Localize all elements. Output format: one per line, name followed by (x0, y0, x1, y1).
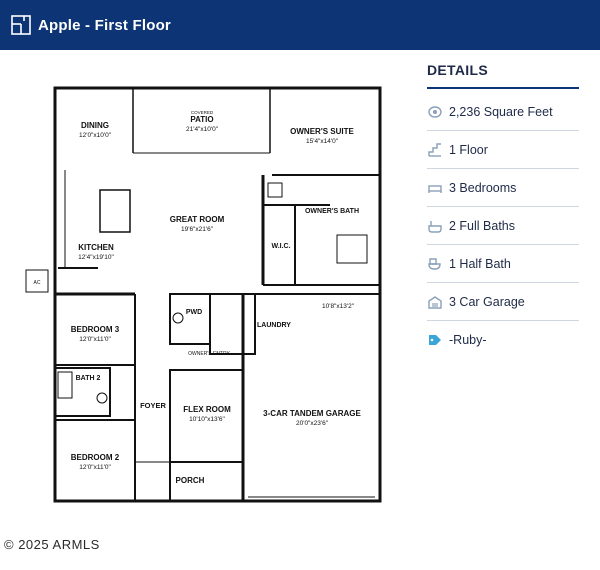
detail-full-baths: 2 Full Baths (449, 218, 516, 233)
copyright-text: © 2025 ARMLS (4, 537, 100, 552)
room-bedroom-2-dims: 12'0"x11'0" (79, 464, 111, 471)
detail-row-half-bath: 1 Half Bath (427, 245, 579, 283)
details-panel: DETAILS 2,236 Square Feet 1 Floor 3 Bedr… (420, 50, 600, 380)
room-garage-dims: 20'0"x23'6" (296, 420, 329, 427)
room-owners-suite-dims: 15'4"x14'0" (306, 138, 339, 145)
room-bedroom-3-dims: 12'0"x11'0" (79, 336, 111, 343)
room-dining: DINING (81, 121, 109, 130)
room-porch: PORCH (176, 476, 205, 485)
garage-extra-dims: 10'8"x13'2" (322, 303, 355, 310)
room-flex-room: FLEX ROOM (183, 405, 231, 414)
room-dining-dims: 12'0"x10'0" (79, 132, 112, 139)
room-bath-2: BATH 2 (76, 375, 101, 382)
room-garage: 3-CAR TANDEM GARAGE (263, 409, 361, 418)
detail-half-bath: 1 Half Bath (449, 256, 511, 271)
floorplan-icon (11, 15, 31, 35)
owners-entry-label: OWNER'S ENTRY (188, 351, 230, 357)
detail-row-bedrooms: 3 Bedrooms (427, 169, 579, 207)
room-flex-room-dims: 10'10"x13'6" (189, 416, 225, 423)
details-heading: DETAILS (427, 62, 488, 78)
room-patio-note: COVERED (191, 110, 214, 115)
garage-icon (428, 295, 442, 309)
area-icon (428, 105, 442, 118)
floor-plan: DINING 12'0"x10'0" COVERED PATIO 21'4"x1… (25, 86, 382, 503)
detail-row-tag[interactable]: -Ruby- (427, 321, 579, 358)
room-kitchen-dims: 12'4"x19'10" (78, 254, 114, 261)
ac-label: AC (34, 280, 41, 286)
stairs-icon (428, 142, 441, 157)
half-bath-icon (428, 257, 441, 270)
page-title: Apple - First Floor (38, 16, 171, 34)
detail-row-square-feet: 2,236 Square Feet (427, 93, 579, 131)
room-bedroom-2: BEDROOM 2 (71, 453, 120, 462)
room-great-room: GREAT ROOM (170, 215, 225, 224)
detail-bedrooms: 3 Bedrooms (449, 180, 517, 195)
room-foyer: FOYER (140, 401, 166, 410)
tag-icon (429, 334, 441, 345)
detail-square-feet: 2,236 Square Feet (449, 104, 553, 119)
detail-floors: 1 Floor (449, 142, 488, 157)
room-owners-bath: OWNER'S BATH (305, 208, 359, 215)
detail-row-floors: 1 Floor (427, 131, 579, 169)
room-pwd: PWD (186, 309, 202, 316)
detail-tag[interactable]: -Ruby- (449, 332, 487, 347)
room-wic: W.I.C. (271, 243, 290, 250)
header-bar: Apple - First Floor (0, 0, 600, 50)
detail-row-full-baths: 2 Full Baths (427, 207, 579, 245)
room-laundry: LAUNDRY (257, 322, 291, 329)
room-patio-dims: 21'4"x10'0" (186, 126, 219, 133)
detail-row-garage: 3 Car Garage (427, 283, 579, 321)
room-bedroom-3: BEDROOM 3 (71, 325, 120, 334)
room-owners-suite: OWNER'S SUITE (290, 127, 354, 136)
room-patio: PATIO (190, 115, 213, 124)
room-great-room-dims: 19'6"x21'6" (181, 226, 214, 233)
bath-icon (428, 220, 442, 233)
bed-icon (428, 184, 442, 193)
room-kitchen: KITCHEN (78, 243, 114, 252)
detail-garage: 3 Car Garage (449, 294, 525, 309)
details-divider (427, 87, 579, 89)
